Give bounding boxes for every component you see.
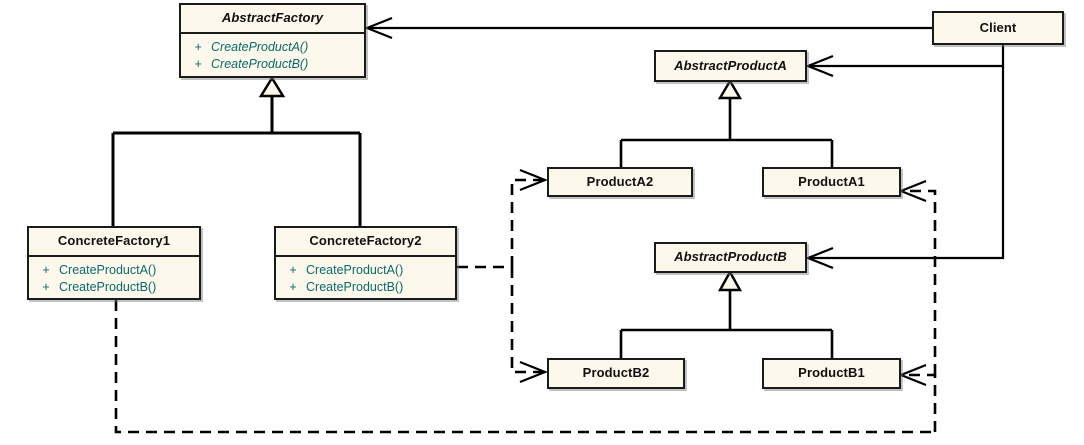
visibility-marker: + bbox=[194, 57, 202, 72]
open-arrowhead-icon bbox=[519, 168, 548, 192]
open-arrowhead-icon bbox=[364, 16, 393, 40]
hollow-triangle-icon bbox=[717, 78, 743, 100]
class-name-abstract-product-b: AbstractProductB bbox=[674, 249, 787, 265]
class-product-a1[interactable]: ProductA1 bbox=[762, 167, 901, 197]
association-client-to-abstractproductb bbox=[805, 66, 1005, 270]
operations-concrete-factory1: + CreateProductA() + CreateProductB() bbox=[29, 257, 199, 302]
operation-signature: CreateProductB() bbox=[306, 280, 404, 295]
operations-concrete-factory2: + CreateProductA() + CreateProductB() bbox=[276, 257, 455, 302]
visibility-marker: + bbox=[289, 263, 297, 278]
operation-row: + CreateProductA() bbox=[280, 262, 451, 279]
association-client-to-abstractproducta bbox=[805, 44, 1005, 78]
open-arrowhead-icon bbox=[898, 179, 927, 203]
operation-signature: CreateProductA() bbox=[59, 263, 157, 278]
generalization-concretefactories-to-abstractfactory bbox=[111, 75, 362, 226]
generalization-producta-to-abstractproducta bbox=[619, 78, 834, 168]
hollow-triangle-icon bbox=[717, 269, 743, 292]
class-product-b2[interactable]: ProductB2 bbox=[547, 358, 685, 389]
class-name-client: Client bbox=[979, 19, 1017, 35]
operation-signature: CreateProductA() bbox=[306, 263, 404, 278]
operation-signature: CreateProductB() bbox=[59, 280, 157, 295]
visibility-marker: + bbox=[289, 280, 297, 295]
class-name-abstract-factory: AbstractFactory bbox=[181, 5, 364, 35]
open-arrowhead-icon bbox=[805, 246, 834, 270]
class-product-a2[interactable]: ProductA2 bbox=[547, 167, 693, 197]
hollow-triangle-icon bbox=[258, 75, 286, 98]
open-arrowhead-icon bbox=[898, 363, 927, 387]
dependency-concretefactory1-to-products bbox=[114, 179, 937, 434]
class-concrete-factory2[interactable]: ConcreteFactory2 + CreateProductA() + Cr… bbox=[274, 226, 457, 300]
operation-signature: CreateProductA() bbox=[211, 40, 309, 55]
dependency-concretefactory2-to-products bbox=[457, 168, 548, 384]
class-product-b1[interactable]: ProductB1 bbox=[762, 358, 901, 389]
generalization-productb-to-abstractproductb bbox=[619, 269, 834, 358]
open-arrowhead-icon bbox=[519, 360, 548, 384]
class-name-concrete-factory2: ConcreteFactory2 bbox=[276, 228, 455, 258]
class-abstract-factory[interactable]: AbstractFactory + CreateProductA() + Cre… bbox=[179, 3, 366, 78]
class-abstract-product-b[interactable]: AbstractProductB bbox=[654, 242, 807, 273]
operation-row: + CreateProductB() bbox=[33, 279, 195, 296]
operation-row: + CreateProductA() bbox=[185, 39, 360, 56]
class-name-product-b1: ProductB1 bbox=[798, 365, 865, 381]
operation-signature: CreateProductB() bbox=[211, 57, 309, 72]
visibility-marker: + bbox=[42, 263, 50, 278]
class-name-product-a1: ProductA1 bbox=[798, 173, 865, 189]
class-abstract-product-a[interactable]: AbstractProductA bbox=[654, 50, 807, 82]
operation-row: + CreateProductA() bbox=[33, 262, 195, 279]
operation-row: + CreateProductB() bbox=[280, 279, 451, 296]
class-name-product-a2: ProductA2 bbox=[586, 173, 654, 189]
visibility-marker: + bbox=[194, 40, 202, 55]
class-name-concrete-factory1: ConcreteFactory1 bbox=[29, 228, 199, 258]
visibility-marker: + bbox=[42, 280, 50, 295]
operations-abstract-factory: + CreateProductA() + CreateProductB() bbox=[181, 34, 364, 79]
open-arrowhead-icon bbox=[805, 54, 834, 78]
class-name-product-b2: ProductB2 bbox=[582, 365, 650, 381]
operation-row: + CreateProductB() bbox=[185, 56, 360, 73]
class-name-abstract-product-a: AbstractProductA bbox=[674, 57, 787, 73]
class-concrete-factory1[interactable]: ConcreteFactory1 + CreateProductA() + Cr… bbox=[27, 226, 201, 300]
association-client-to-abstractfactory bbox=[364, 16, 932, 40]
class-client[interactable]: Client bbox=[932, 11, 1064, 45]
